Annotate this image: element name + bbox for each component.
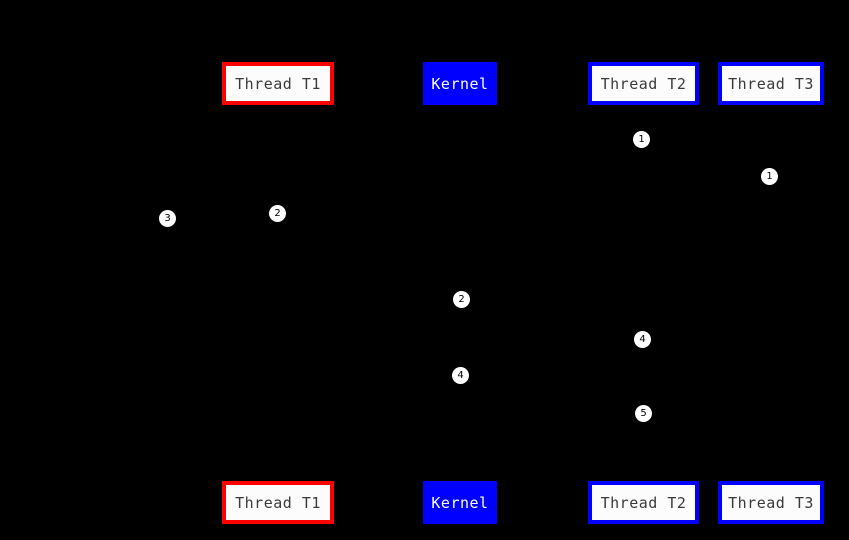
message-arrow-5 (460, 299, 643, 300)
participant-label: Thread T1 (235, 493, 321, 512)
participant-label: Thread T3 (728, 74, 814, 93)
participant-kernel-header[interactable]: Kernel (423, 62, 497, 105)
participant-label: Kernel (431, 493, 489, 512)
message-arrow-7 (278, 375, 460, 376)
lifeline-t2 (643, 105, 644, 481)
participant-t1-header[interactable]: Thread T1 (222, 62, 334, 105)
message-arrow-2 (643, 176, 771, 177)
message-arrow-1 (460, 139, 643, 140)
lifeline-t3 (771, 105, 772, 481)
step-marker: 2 (453, 291, 470, 308)
step-marker: 2 (269, 205, 286, 222)
step-marker: 1 (761, 168, 778, 185)
participant-label: Thread T2 (600, 493, 687, 512)
participant-t1-footer[interactable]: Thread T1 (222, 481, 334, 524)
message-arrow-4 (278, 213, 460, 214)
lifeline-t1 (278, 105, 279, 481)
participant-t3-footer[interactable]: Thread T3 (718, 481, 824, 524)
participant-t3-header[interactable]: Thread T3 (718, 62, 824, 105)
step-marker: 4 (452, 367, 469, 384)
step-marker: 5 (635, 405, 652, 422)
participant-label: Thread T3 (728, 493, 814, 512)
participant-t2-header[interactable]: Thread T2 (588, 62, 699, 105)
message-arrow-6 (460, 339, 643, 340)
participant-kernel-footer[interactable]: Kernel (423, 481, 497, 524)
step-marker: 1 (633, 131, 650, 148)
participant-label: Thread T2 (600, 74, 687, 93)
participant-label: Thread T1 (235, 74, 321, 93)
participant-t2-footer[interactable]: Thread T2 (588, 481, 699, 524)
step-marker: 4 (634, 331, 651, 348)
message-arrow-3 (167, 218, 460, 219)
step-marker: 3 (159, 210, 176, 227)
participant-label: Kernel (431, 74, 489, 93)
message-arrow-8 (643, 413, 771, 414)
